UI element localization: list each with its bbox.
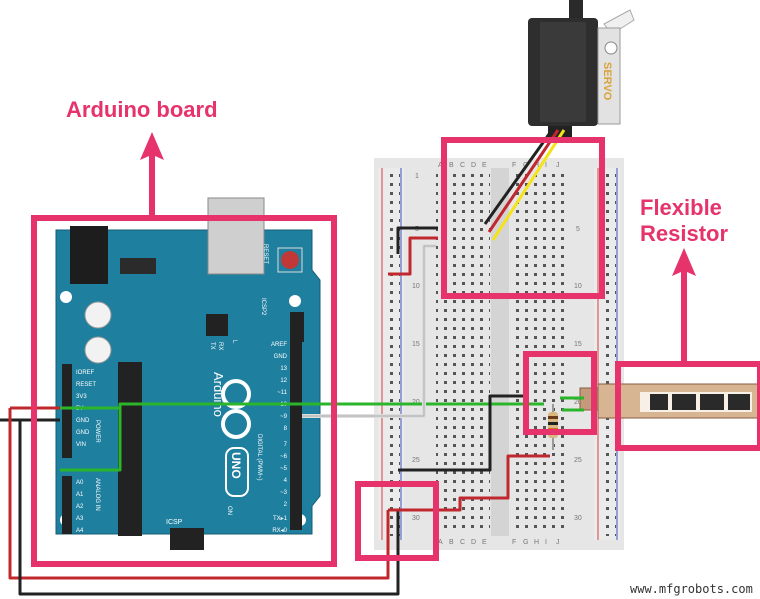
bb-row-number: 25 [574, 457, 582, 464]
analog-pin-label: A0 [76, 480, 84, 486]
watermark: www.mfgrobots.com [630, 582, 753, 596]
power-pin-label: IOREF [76, 370, 95, 376]
digital-pin-label: ~6 [280, 454, 288, 460]
power-header-label: POWER [94, 420, 100, 443]
bb-row-number: 10 [574, 283, 582, 290]
analog-pin-label: A1 [76, 492, 84, 498]
digital-pin-label: ~5 [280, 466, 288, 472]
arduino-board-label: Arduino board [66, 97, 218, 122]
servo-motor: SERVO [528, 0, 635, 140]
bb-letter: C [460, 162, 465, 169]
arduino-highlight-box [31, 215, 337, 567]
icsp-label: ICSP [166, 519, 183, 526]
flex-sensor-highlight-box [615, 361, 760, 451]
analog-pin-label: A5 [76, 540, 84, 546]
bb-letter: D [471, 162, 476, 169]
rx-label: RX [217, 342, 223, 350]
servo-label: SERVO [601, 62, 613, 101]
digital-pin-label: GND [274, 354, 288, 360]
arduino-arrow-icon [140, 132, 164, 218]
pointer-arrows [140, 132, 696, 364]
arduino-uno: RESET ICSP2 L TX RX Arduino UNO DIGITAL … [55, 197, 321, 550]
power-pin-label: RESET [76, 382, 96, 388]
bb-letter: F [512, 539, 516, 546]
power-connection-highlight-box [355, 481, 439, 561]
analog-pin-label: A3 [76, 516, 84, 522]
reset-label: RESET [262, 244, 268, 264]
model-label: UNO [229, 452, 243, 479]
bb-row-number: 30 [412, 515, 420, 522]
digital-pin-label: AREF [271, 342, 287, 348]
bb-letter: J [556, 162, 560, 169]
power-pin-label: VIN [76, 442, 86, 448]
bb-letter: C [460, 539, 465, 546]
bb-letter: H [534, 539, 539, 546]
digital-pin-label: 7 [284, 442, 288, 448]
bb-letter: A [438, 539, 443, 546]
tx-label: TX [209, 342, 215, 350]
bb-row-number: 15 [574, 341, 582, 348]
digital-pin-label: RX◂0 [272, 528, 287, 534]
bb-letter: A [438, 162, 443, 169]
bb-row-number: 25 [412, 457, 420, 464]
bb-letter: I [545, 539, 547, 546]
flex-connection-highlight-box [523, 351, 597, 435]
bb-letter: I [545, 162, 547, 169]
bb-letter: H [534, 162, 539, 169]
bb-letter: J [556, 539, 560, 546]
power-pin-label: GND [76, 430, 90, 436]
bb-letter: F [512, 162, 516, 169]
digital-pin-label: 13 [280, 366, 287, 372]
bb-row-number: 15 [412, 341, 420, 348]
digital-pin-label: 4 [284, 478, 288, 484]
flexible-resistor-label-line2: Resistor [640, 221, 729, 246]
arduino-logo: Arduino [211, 372, 251, 439]
digital-pin-label: ~11 [277, 390, 287, 396]
bb-row-number: 1 [415, 173, 419, 180]
power-pin-label: 3V3 [76, 394, 87, 400]
bb-letter: D [471, 539, 476, 546]
bb-row-number: 20 [574, 399, 582, 406]
digital-pin-label: ~9 [280, 414, 288, 420]
bb-row-number: 30 [574, 515, 582, 522]
digital-label: DIGITAL (PWM~) [256, 434, 262, 481]
bb-letter: B [449, 162, 454, 169]
on-label: ON [226, 506, 232, 515]
bb-letter: E [482, 539, 487, 546]
bb-letter: B [449, 539, 454, 546]
flexible-resistor-label-line1: Flexible [640, 195, 722, 220]
digital-pin-label: ~3 [280, 490, 288, 496]
analog-header-label: ANALOG IN [94, 478, 100, 511]
icsp2-label: ICSP2 [260, 298, 266, 316]
power-pin-label: GND [76, 418, 90, 424]
bb-row-number: 5 [576, 226, 580, 233]
digital-pin-label: 8 [284, 426, 288, 432]
digital-pin-label: 2 [284, 502, 288, 508]
servo-wires [483, 129, 566, 241]
digital-pin-label: 12 [280, 378, 287, 384]
brand-label: Arduino [211, 372, 226, 417]
flex-arrow-icon [672, 248, 696, 364]
servo-connection-highlight-box [441, 137, 605, 299]
bb-letter: G [523, 539, 528, 546]
bb-letter: E [482, 162, 487, 169]
highlight-boxes [31, 137, 760, 567]
bb-row-number: 10 [412, 283, 420, 290]
flex-sensor [579, 383, 759, 419]
analog-pin-label: A4 [76, 528, 84, 534]
analog-pin-label: A2 [76, 504, 84, 510]
l-led-label: L [231, 340, 237, 344]
digital-pin-label: TX▸1 [273, 516, 288, 522]
